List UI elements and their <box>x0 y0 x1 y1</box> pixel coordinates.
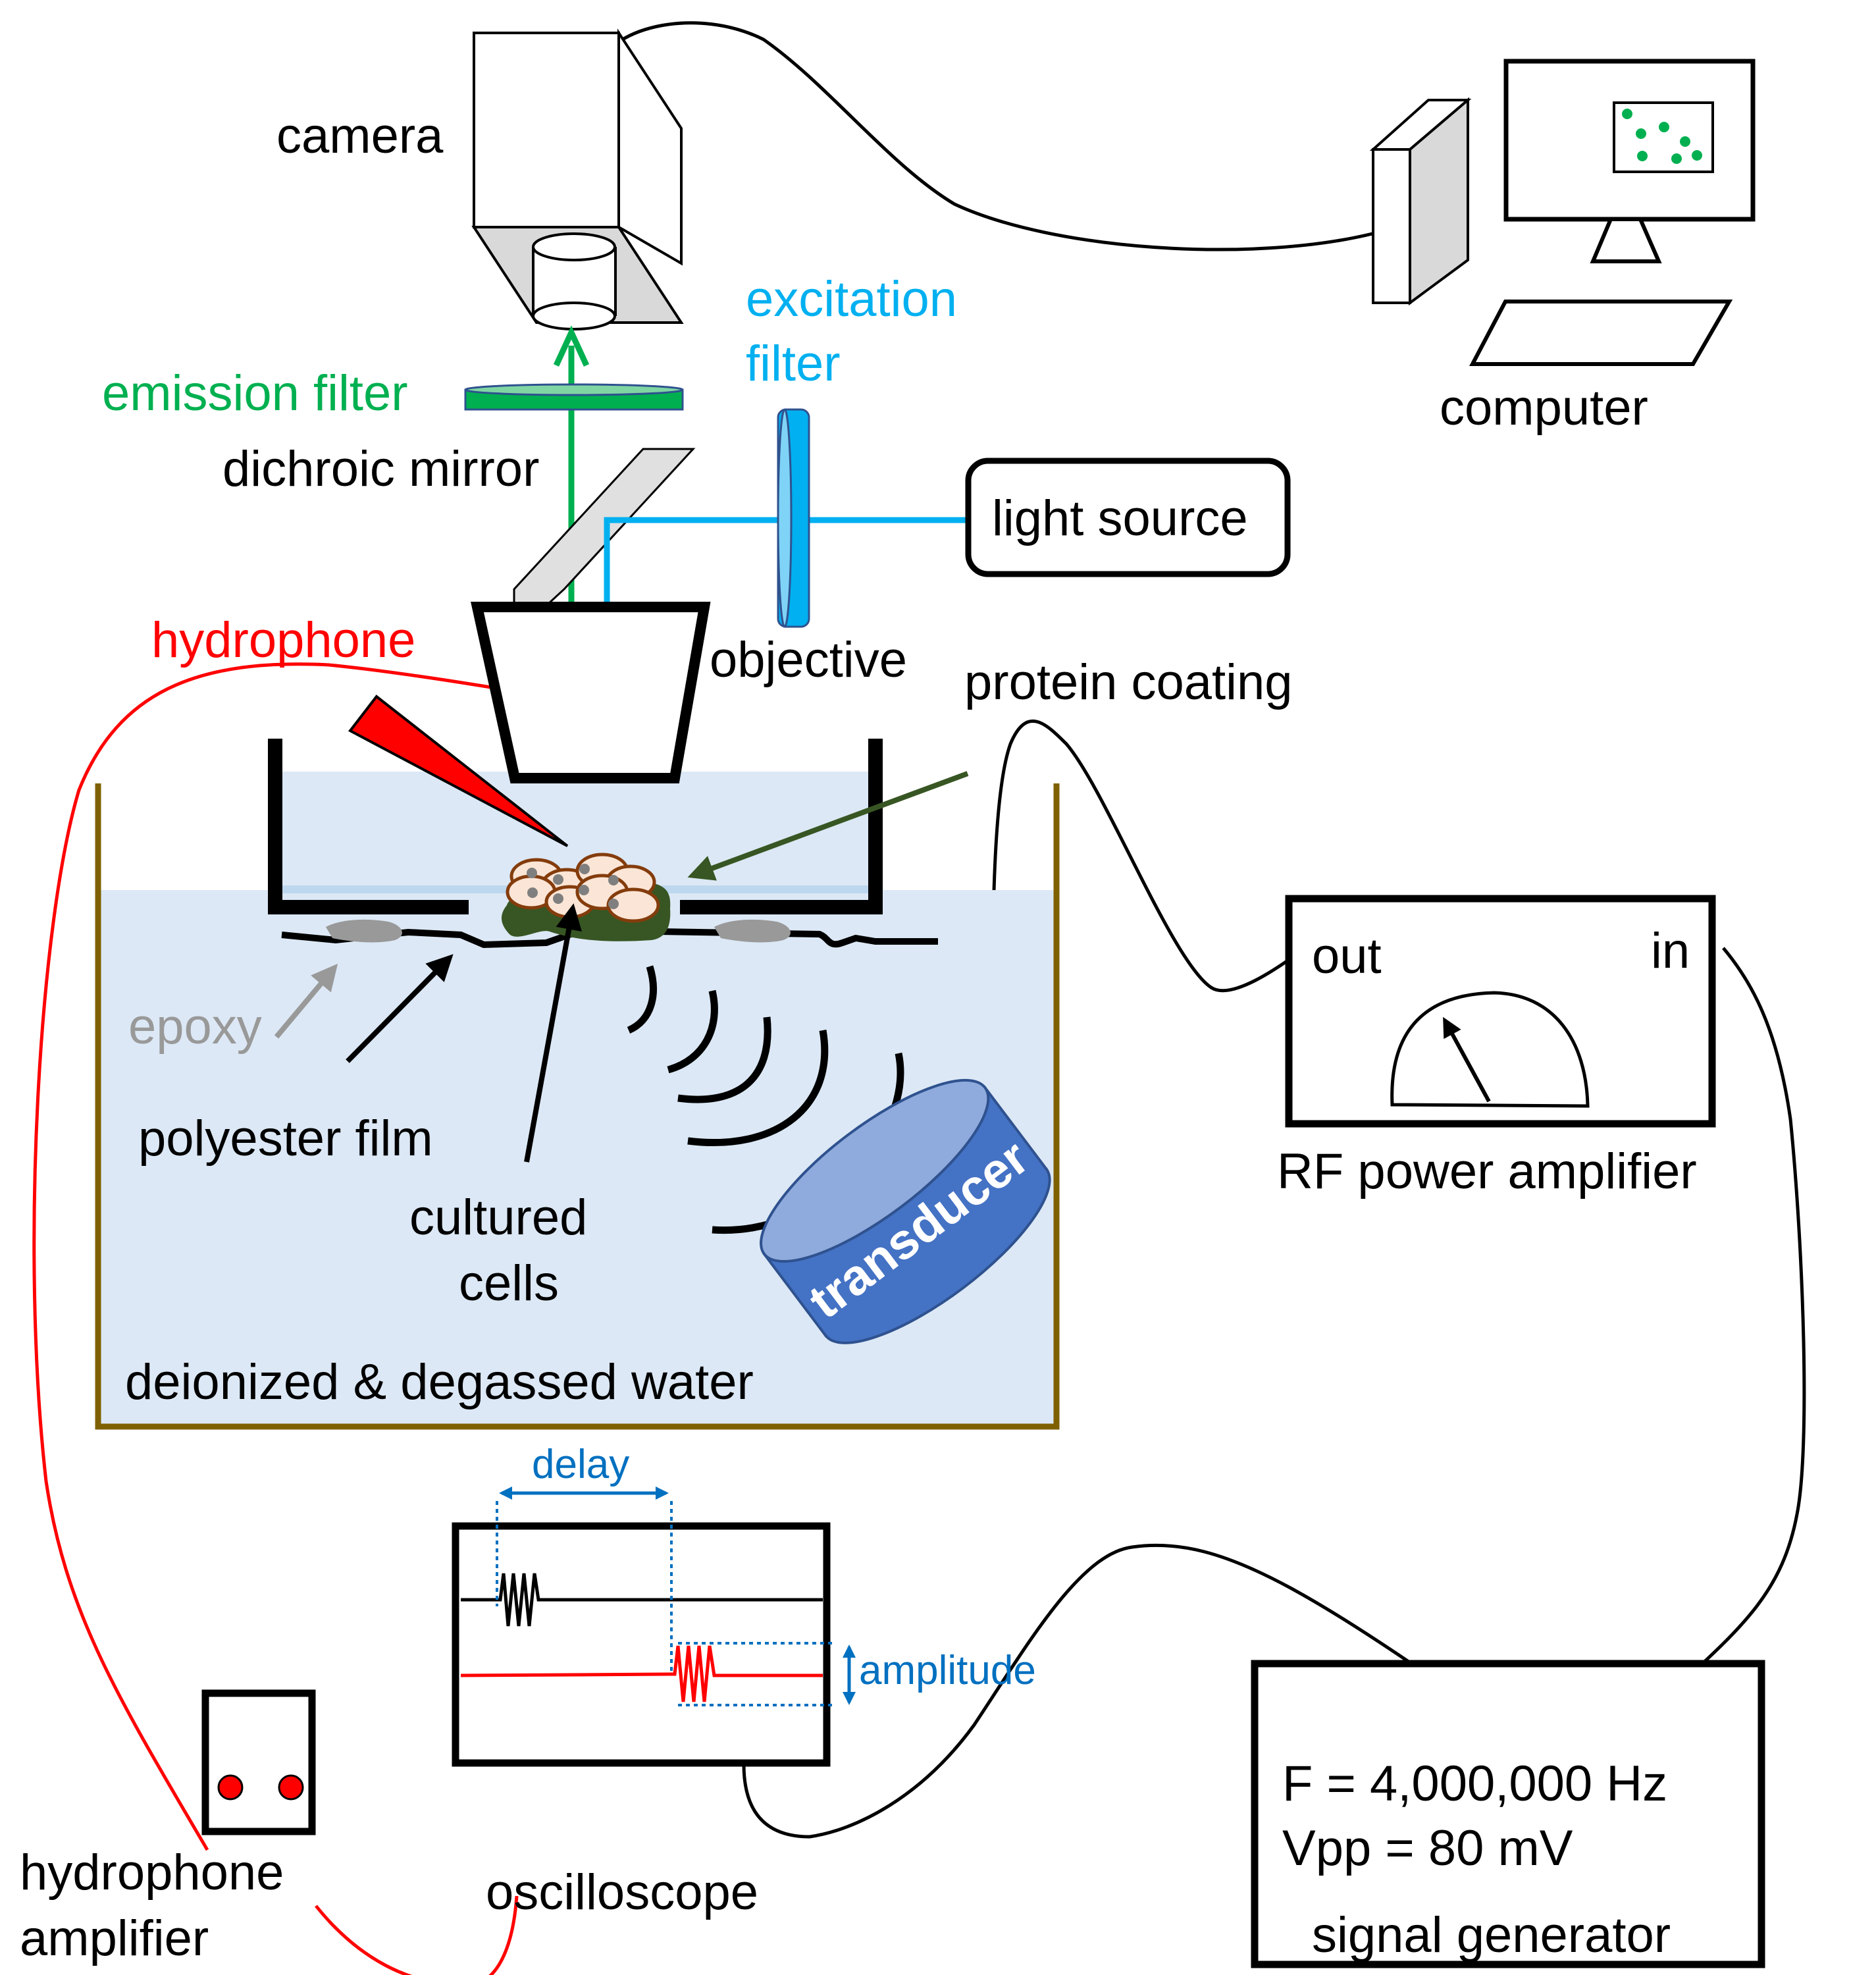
amp-siggen-cable <box>1585 947 1806 1776</box>
excitation-filter-label-2: filter <box>746 336 841 392</box>
amp-out-label: out <box>1312 928 1382 984</box>
dichroic-mirror-label: dichroic mirror <box>222 441 539 497</box>
delay-label: delay <box>532 1442 629 1487</box>
vpp-readout: Vpp = 80 mV <box>1282 1820 1573 1876</box>
light-source-label: light source <box>992 490 1248 546</box>
oscilloscope-box <box>452 1522 831 1767</box>
amp-connector-1 <box>217 1774 244 1801</box>
excitation-filter-label-1: excitation <box>746 271 957 327</box>
hydrophone-amplifier-label-2: amplifier <box>20 1910 209 1966</box>
cultured-cells-arrow <box>524 903 582 1163</box>
computer <box>1369 59 1756 366</box>
light-source-box <box>965 458 1291 577</box>
oscilloscope-siggen-cable <box>742 1543 1575 1839</box>
water-tank <box>95 783 1060 1430</box>
hydrophone-amplifier-box <box>201 1689 316 1835</box>
transducer: transducer <box>760 1078 1051 1344</box>
frequency-readout: F = 4,000,000 Hz <box>1282 1756 1667 1812</box>
signal-generator-box <box>1251 1660 1765 1968</box>
objective-label: objective <box>710 632 907 688</box>
polyester-film <box>281 928 938 949</box>
meter-gauge <box>1390 991 1590 1108</box>
culture-dish <box>268 739 883 914</box>
excitation-filter <box>777 408 810 628</box>
cultured-cells-label-1: cultured <box>409 1190 587 1246</box>
protein-coating-arrow <box>687 771 969 881</box>
amp-connector-2 <box>278 1774 304 1801</box>
cultured-cells <box>506 853 660 923</box>
camera-label: camera <box>276 108 444 164</box>
camera-computer-cable <box>597 21 1373 251</box>
cultured-cells-label-2: cells <box>459 1255 559 1311</box>
trace-hydrophone <box>460 1645 823 1702</box>
camera <box>471 28 684 330</box>
emission-arrow-head <box>553 325 590 367</box>
trace-drive <box>461 1573 823 1627</box>
screen-dots <box>1622 109 1702 164</box>
emission-filter-label: emission filter <box>102 365 408 421</box>
hydrophone-label: hydrophone <box>151 612 415 668</box>
meter-needle <box>1443 1016 1491 1103</box>
emission-filter <box>464 383 684 411</box>
transducer-amp-cable <box>991 720 1288 1080</box>
polyester-film-arrow <box>346 954 454 1063</box>
computer-label: computer <box>1440 380 1648 436</box>
amplitude-label: amplitude <box>859 1648 1036 1693</box>
epoxy <box>326 919 791 943</box>
oscilloscope-label: oscilloscope <box>486 1864 758 1920</box>
rf-power-amplifier-label: RF power amplifier <box>1277 1144 1697 1199</box>
hydrophone-cable <box>32 662 619 1851</box>
water-label: deionized & degassed water <box>125 1354 754 1410</box>
delay-markers <box>496 1501 836 1706</box>
hydrophone-amp-to-scope-cable <box>315 1895 519 1975</box>
epoxy-arrow <box>274 963 338 1039</box>
amp-in-label: in <box>1651 923 1690 979</box>
signal-generator-label: signal generator <box>1312 1907 1671 1963</box>
polyester-film-label: polyester film <box>138 1111 433 1167</box>
objective <box>471 602 711 783</box>
hydrophone <box>348 695 569 847</box>
hydrophone-amplifier-label-1: hydrophone <box>20 1845 284 1901</box>
protein-coating-label: protein coating <box>964 654 1293 710</box>
epoxy-label: epoxy <box>128 999 262 1055</box>
